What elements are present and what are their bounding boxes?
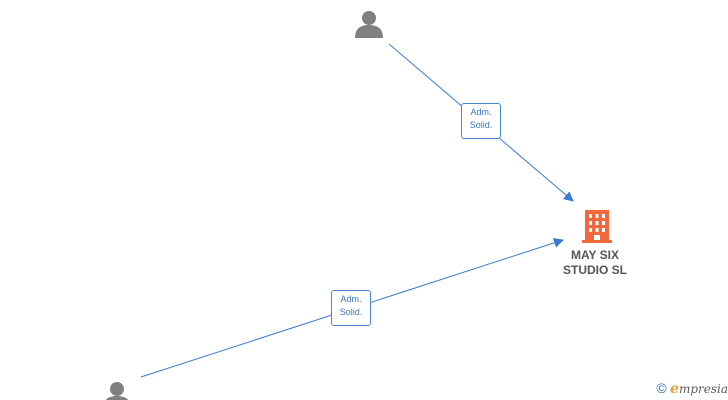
- person-node-bottom[interactable]: [102, 380, 132, 400]
- person-icon: [105, 382, 129, 400]
- building-icon: [582, 210, 612, 243]
- brand-name: mpresia: [678, 382, 728, 396]
- person-node-top[interactable]: [354, 9, 384, 39]
- edge-label-bottom[interactable]: Adm. Solid.: [331, 290, 371, 326]
- person-icon: [355, 11, 383, 38]
- copyright-symbol: ©: [656, 380, 667, 396]
- empresia-watermark: © empresia: [656, 380, 728, 397]
- edge-label-top[interactable]: Adm. Solid.: [461, 103, 501, 139]
- company-label[interactable]: MAY SIX STUDIO SL: [562, 248, 627, 277]
- company-node[interactable]: [581, 208, 613, 244]
- brand-initial: e: [670, 381, 679, 397]
